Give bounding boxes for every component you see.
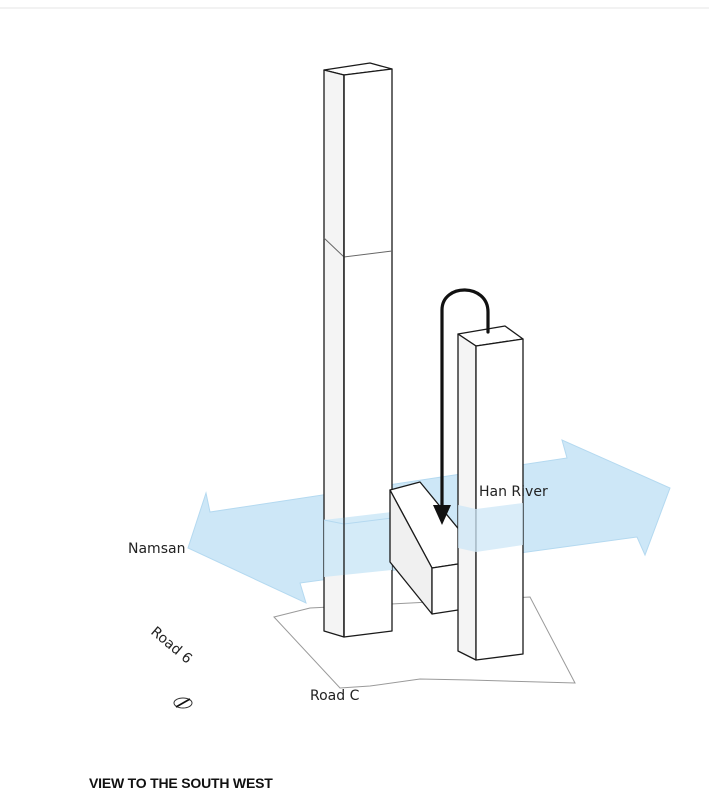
tall-tower-flow-overlay xyxy=(324,512,392,577)
circulation-arrow-icon xyxy=(433,288,490,525)
road-6-label: Road 6 xyxy=(147,624,194,667)
north-arrow-icon xyxy=(173,697,193,709)
short-tower-left-face xyxy=(457,333,477,661)
han-river-label: Han River xyxy=(479,484,548,500)
tall-tower xyxy=(323,62,393,638)
road-c-label: Road C xyxy=(310,688,360,704)
view-caption: VIEW TO THE SOUTH WEST xyxy=(89,775,273,791)
short-tower-flow-overlay xyxy=(458,503,523,552)
site-plot-outline xyxy=(273,596,576,689)
short-tower xyxy=(457,325,524,661)
short-tower-front-face xyxy=(475,338,524,661)
namsan-label: Namsan xyxy=(128,541,185,557)
